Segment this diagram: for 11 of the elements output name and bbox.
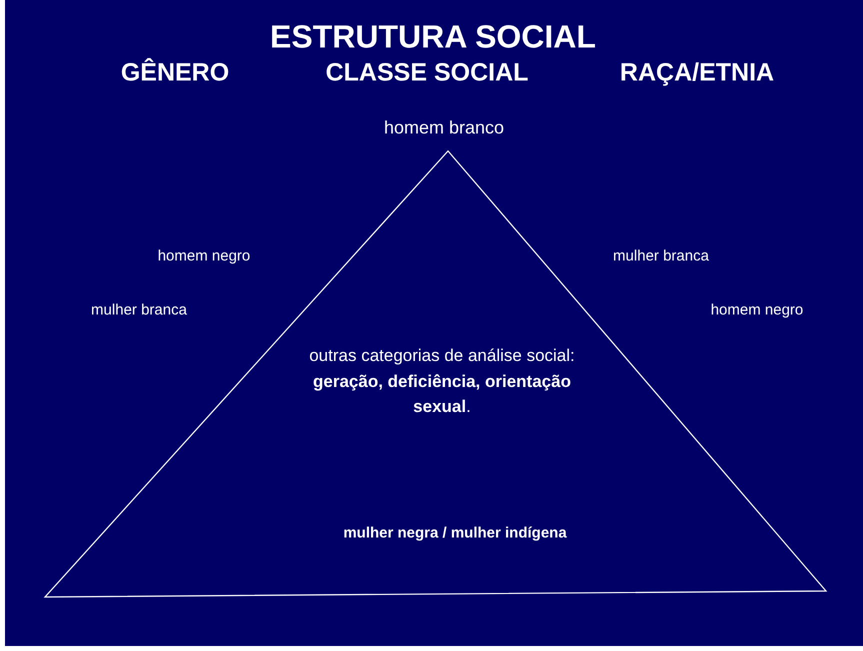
title: ESTRUTURA SOCIAL: [270, 18, 596, 56]
heading: RAÇA/ETNIA: [620, 58, 774, 88]
category-label: mulher branca: [613, 247, 709, 265]
category-label: homem negro: [710, 301, 804, 319]
heading: CLASSE SOCIAL: [326, 58, 528, 88]
apex-label: homem branco: [384, 118, 504, 138]
category-label: mulher negra / mulher indígena: [343, 524, 567, 542]
description-text: outras categorias de análise social: geração, deficiência, orientação sexual.: [308, 344, 576, 418]
category-label: homem negro: [158, 247, 250, 265]
heading: GÊNERO: [120, 58, 230, 88]
category-label: mulher branca: [91, 301, 187, 319]
